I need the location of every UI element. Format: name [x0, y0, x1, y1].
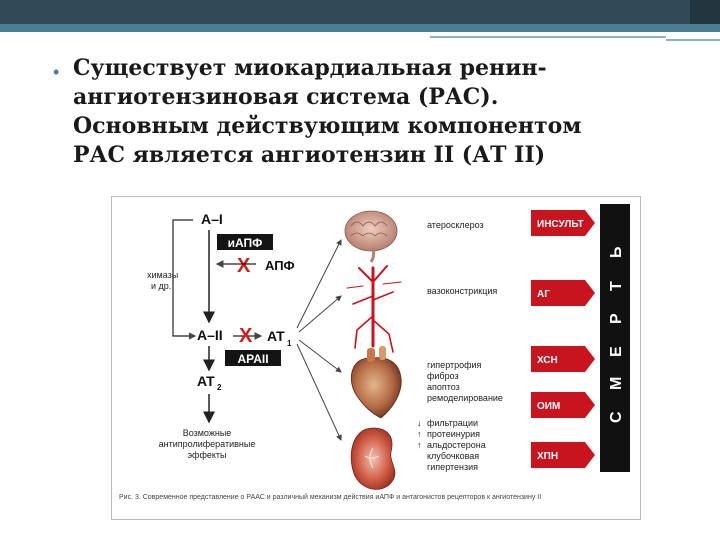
kidney-effect-arrow: ↑: [417, 440, 422, 450]
text-line: ангиотензиновая система (РАС).: [73, 84, 499, 110]
svg-text:Е: Е: [608, 346, 625, 357]
kidney-effect-arrow: ↑: [417, 429, 422, 439]
effects-line: Возможные: [183, 428, 232, 438]
raas-figure: A–I иАПФ X АПФ химазы и др. A–II X AT 1 …: [111, 196, 641, 520]
text-line: Основным действующим компонентом: [73, 113, 582, 139]
at1-vessels-arrow: [298, 295, 342, 333]
aii-label: A–II: [197, 327, 223, 343]
decor-line: [666, 39, 720, 41]
at1-subscript: 1: [287, 339, 292, 348]
x-mark-at1: X: [239, 325, 253, 347]
iapf-box: [217, 234, 273, 250]
svg-text:С: С: [608, 411, 625, 423]
slide-body-text: Существует миокардиальная ренин- ангиоте…: [73, 54, 713, 170]
death-bar-text: С М Е Р Т Ь: [608, 247, 625, 424]
chymase-bypass-arrow: [172, 219, 197, 340]
outcome-stroke-box: ИНСУЛЬТ: [531, 210, 595, 236]
brain-image: [344, 210, 398, 263]
heart-effect: фиброз: [427, 371, 459, 381]
svg-text:Т: Т: [608, 281, 625, 291]
bullet-marker: •: [53, 62, 60, 82]
raas-diagram: A–I иАПФ X АПФ химазы и др. A–II X AT 1 …: [111, 196, 641, 520]
kidney-effect: протеинурия: [427, 429, 480, 439]
effects-line: эффекты: [187, 450, 226, 460]
vessels-image: [346, 265, 402, 353]
vessels-effect: вазоконстрикция: [427, 286, 497, 296]
heart-effect: гипертрофия: [427, 360, 482, 370]
at1-label: AT: [267, 328, 285, 344]
arall-box: [225, 350, 281, 366]
chymase-label-2: и др.: [151, 281, 171, 291]
text-line: Существует миокардиальная ренин-: [73, 55, 547, 81]
at2-subscript: 2: [217, 383, 222, 392]
title-bar-corner: [690, 0, 720, 24]
decor-line: [430, 36, 666, 38]
kidney-effect: гипертензия: [427, 462, 478, 472]
x-mark-apf: X: [237, 255, 251, 277]
svg-text:ИНСУЛЬТ: ИНСУЛЬТ: [537, 219, 584, 230]
svg-text:Ь: Ь: [608, 247, 625, 259]
kidney-image: [350, 427, 396, 490]
svg-text:Р: Р: [608, 313, 625, 324]
svg-text:АГ: АГ: [537, 289, 550, 300]
outcome-oim-box: ОИМ: [531, 392, 595, 418]
kidney-effect-arrow: ↓: [417, 418, 422, 428]
iapf-label: иАПФ: [228, 236, 263, 250]
svg-text:ХСН: ХСН: [537, 355, 558, 366]
arall-label: APAII: [237, 352, 268, 366]
text-line: РАС является ангиотензин II (АТ II): [73, 142, 546, 168]
svg-text:ХПН: ХПН: [537, 451, 558, 462]
at1-brain-arrow: [296, 239, 342, 329]
title-bar-band: [0, 0, 720, 24]
figure-caption: Рис. 3. Современное представление о РААС…: [119, 493, 541, 501]
effects-line: антипролиферативные: [159, 439, 256, 449]
death-bar: [600, 204, 630, 472]
outcome-ag-box: АГ: [531, 280, 595, 306]
heart-effect: ремоделирование: [427, 393, 503, 403]
kidney-effect: альдостерона: [427, 440, 486, 450]
brain-effect: атеросклероз: [427, 220, 484, 230]
apf-label: АПФ: [265, 258, 295, 273]
svg-text:ОИМ: ОИМ: [537, 401, 560, 412]
at1-heart-arrow: [298, 339, 342, 373]
ai-label: A–I: [201, 211, 223, 227]
outcome-hpn-box: ХПН: [531, 442, 595, 468]
at1-kidney-arrow: [296, 343, 342, 441]
title-bar-accent: [0, 24, 720, 32]
chymase-label: химазы: [147, 270, 178, 280]
outcome-hsn-box: ХСН: [531, 346, 595, 372]
kidney-effect: фильтрации: [427, 418, 478, 428]
heart-effect: апоптоз: [427, 382, 460, 392]
kidney-effect: клубочковая: [427, 451, 479, 461]
at2-label: AT: [197, 373, 215, 389]
heart-image: [350, 346, 402, 419]
svg-text:М: М: [608, 377, 625, 390]
